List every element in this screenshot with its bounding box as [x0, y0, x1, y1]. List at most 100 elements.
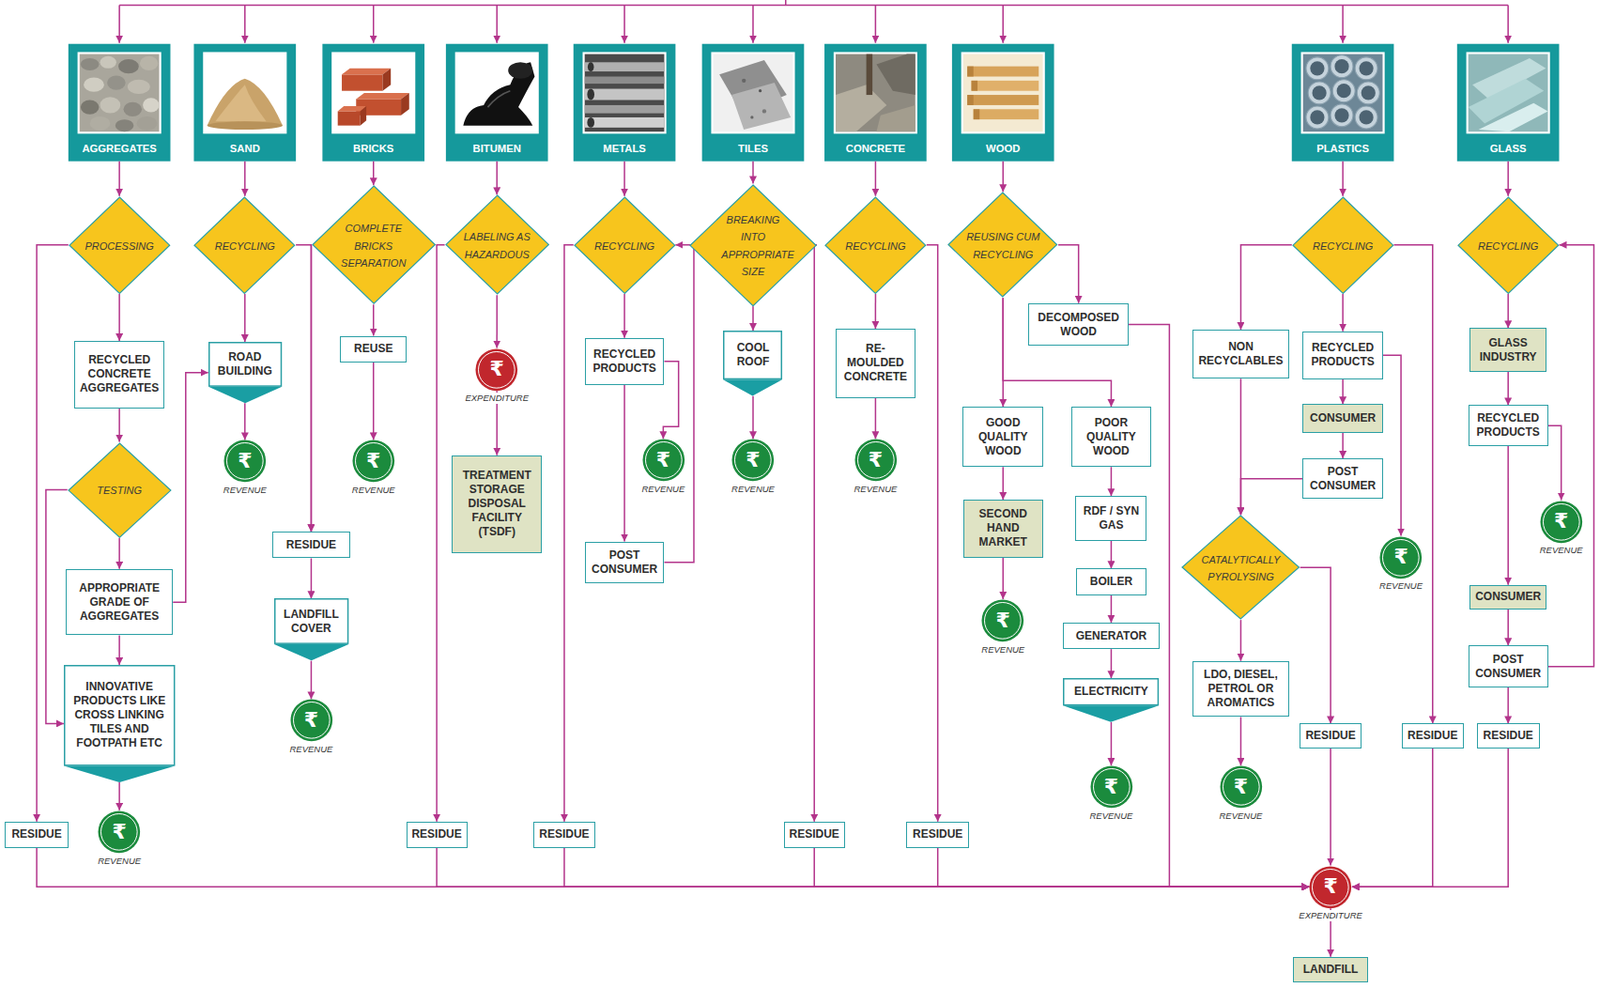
illustration-part [99, 56, 116, 69]
flow-arrow [118, 538, 121, 570]
output-box: ROAD BUILDING [208, 341, 282, 403]
illustration [68, 0, 1560, 162]
text-holder: RESIDUE [538, 827, 591, 842]
process-box: RESIDUE [1299, 723, 1362, 748]
illustration-part [115, 119, 135, 132]
flow-arrow [875, 293, 877, 329]
process-box: RESIDUE [4, 821, 68, 848]
text-holder: AGGREGATES [68, 142, 171, 156]
illustration-part [1292, 44, 1395, 162]
flow-arrow [1300, 567, 1331, 724]
text-holder: REUSE [344, 341, 402, 356]
illustration-part [1330, 104, 1354, 127]
illustration-part [507, 61, 533, 78]
amount-label: REVENUE [1538, 544, 1585, 555]
circle-fill [352, 440, 395, 483]
circle-fill [642, 439, 685, 482]
currency-symbol: ₹ [366, 450, 381, 472]
illustration-part [584, 117, 665, 128]
decision-diamond: TESTING [67, 442, 172, 539]
flow-arrow [36, 847, 1309, 887]
illustration-part [1001, 4, 1004, 43]
flow-arrow [495, 161, 498, 196]
flow-arrow [1002, 466, 1005, 500]
illustration-part [702, 44, 805, 162]
box-outline [723, 331, 783, 380]
process-box: RESIDUE [272, 531, 351, 558]
illustration-part [584, 89, 665, 101]
circle-fill [982, 599, 1025, 642]
illustration-part [137, 116, 158, 131]
flow-arrow [310, 661, 313, 700]
flow-arrow [1352, 748, 1508, 888]
node-label: RESIDUE [9, 827, 63, 842]
flow-arrow [118, 293, 121, 341]
text-holder: RESIDUE [788, 827, 841, 842]
illustration-part [495, 4, 498, 43]
flow-arrow [118, 408, 121, 443]
flow-arrow [623, 384, 626, 542]
text-holder: CONSUMER [1307, 411, 1379, 426]
text-holder: ₹REVENUE [868, 449, 883, 471]
flow-arrow [1507, 687, 1509, 724]
text-holder: INNOVATIVE PRODUCTS LIKE CROSS LINKING T… [67, 679, 171, 751]
dia-outline [689, 184, 817, 308]
node-label: RESIDUE [910, 827, 965, 842]
flow-arrow [1352, 748, 1433, 888]
illustration-part [971, 80, 979, 92]
text-holder: RE-MOULDED CONCRETE [840, 341, 911, 385]
text-holder: RECYCLING [592, 236, 656, 254]
illustration-part [127, 79, 151, 94]
flow-arrow [662, 361, 678, 440]
flow-arrow [495, 294, 498, 348]
node-label: INNOVATIVE PRODUCTS LIKE CROSS LINKING T… [67, 679, 171, 751]
diamond-outline [1292, 197, 1394, 293]
flow-arrow [1507, 609, 1509, 647]
illustration-part [215, 84, 266, 122]
text-holder: POST CONSUMER [1307, 464, 1379, 493]
node-label: ROAD BUILDING [212, 350, 278, 379]
circle-fill [1380, 536, 1423, 579]
feed-bus [119, 0, 1508, 5]
illustration-part [1306, 57, 1329, 80]
node-label: SAND [193, 142, 296, 156]
node-label: PROCESSING [84, 240, 154, 252]
illustration-part [360, 106, 368, 126]
circle-ring [1222, 769, 1260, 806]
text-holder: ₹REVENUE [656, 449, 671, 471]
text-holder: GLASS [1457, 142, 1560, 156]
illustration-part [1301, 51, 1385, 134]
illustration-part [107, 75, 126, 90]
amount-label: REVENUE [95, 855, 143, 866]
node-label: LDO, DIESEL, PETROL OR AROMATICS [1197, 667, 1285, 710]
illustration-part [586, 117, 595, 128]
illustration-part [207, 121, 283, 130]
circle-ring [735, 442, 772, 479]
node-label: RECYCLING [1312, 240, 1373, 252]
illustration-part [587, 61, 595, 72]
text-holder: GENERATOR [1067, 629, 1154, 644]
diamond-outline [1182, 515, 1299, 619]
diamond-outline [69, 197, 170, 293]
flow-arrow [36, 245, 69, 822]
flow-arrow [310, 245, 313, 532]
illustration-part [322, 44, 425, 162]
illustration-part [1311, 85, 1326, 100]
process-box: BOILER [1076, 568, 1147, 595]
node-label: RDF / SYN GAS [1079, 504, 1142, 533]
illustration-part [1306, 106, 1329, 129]
flow-arrow [295, 245, 311, 532]
box-outline [64, 665, 175, 766]
amount-label: REVENUE [979, 644, 1027, 655]
currency-symbol: ₹ [1233, 776, 1248, 798]
illustration-part [1309, 61, 1324, 76]
flow-arrow [1383, 354, 1401, 536]
process-box: RECYCLED PRODUCTS [1468, 404, 1549, 446]
flow-arrow [244, 293, 247, 342]
flow-arrow [1240, 619, 1243, 662]
process-box: RECYCLED CONCRETE AGGREGATES [74, 340, 165, 409]
amount-label: REVENUE [639, 483, 687, 494]
process-box: RESIDUE [1401, 723, 1464, 748]
flow-arrow [436, 245, 445, 822]
